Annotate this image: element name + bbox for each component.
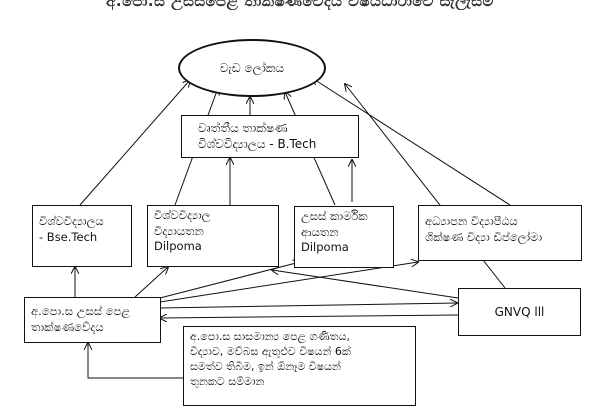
university-bsc-node: විශ්වවිද්‍යාලය - Bse.Tech	[32, 205, 132, 267]
advanced-technical-institute-line-3: Dilpoma	[301, 240, 349, 255]
university-college-line-1: විශ්වවිද්‍යාල	[154, 208, 211, 222]
arrow-al-to-gnvq	[159, 303, 457, 309]
arrow-ol-to-al	[88, 343, 183, 379]
ol-requirements-line-3: සමත්ව තිබීම, ඉන් ඕනෑම විෂයන්	[190, 359, 341, 373]
ol-requirements-line-1: අ.පො.ස සාසමාන්‍ය පෙළ ගණිතය,	[190, 330, 350, 343]
arrow-gnvq-to-al	[160, 315, 459, 318]
world-of-work-node: වැඩ ලෝකය	[178, 39, 326, 97]
technical-university-node: වෘත්තීය තාක්ෂණ විශ්වවිද්‍යාලය - B.Tech	[181, 115, 359, 158]
arrow-al-to-college	[134, 267, 168, 298]
arrow-bsc-to-world	[79, 80, 190, 206]
al-technology-node: අ.පො.ස උසස් පෙළ තාක්ෂණවේදය	[24, 297, 161, 343]
arrow-teacher-to-world	[312, 78, 511, 206]
university-bsc-line-1: විශ්වවිද්‍යාලය	[39, 214, 104, 228]
teacher-training-node: අධ්‍යාපන විද්‍යාපීඨය ශික්ෂණ විද්‍යා ඩිප්…	[418, 205, 582, 261]
arrow-al-to-institute	[159, 262, 300, 299]
world-of-work-label: වැඩ ලෝකය	[219, 60, 285, 75]
ol-requirements-line-2: විද්‍යාව, මව්බස ඇතුළුව විෂයන් 6ක්	[190, 344, 351, 358]
ol-requirements-node: අ.පො.ස සාසමාන්‍ය පෙළ ගණිතය, විද්‍යාව, මව…	[183, 326, 416, 406]
al-technology-line-2: තාක්ෂණවේදය	[31, 319, 104, 334]
university-college-node: විශ්වවිද්‍යාල විද්‍යායතන Dilpoma	[147, 205, 279, 267]
university-college-line-3: Dilpoma	[154, 239, 202, 254]
al-technology-line-1: අ.පො.ස උසස් පෙළ	[31, 304, 131, 318]
technical-university-line-2: විශ්වවිද්‍යාලය - B.Tech	[198, 137, 317, 152]
ol-requirements-line-4: තුනකට සම්මාන	[190, 374, 265, 388]
technical-university-line-1: වෘත්තීය තාක්ෂණ	[198, 121, 288, 135]
university-bsc-line-2: - Bse.Tech	[39, 229, 98, 244]
gnvq-node: GNVQ lll	[458, 288, 581, 336]
arrow-al-to-teacher	[159, 262, 418, 303]
teacher-training-line-1: අධ්‍යාපන විද්‍යාපීඨය	[425, 214, 518, 228]
advanced-technical-institute-line-2: ආයතන	[301, 224, 339, 239]
diagram-title: අ.පො.ස උසස්පෙළ තාක්ෂණවේදය විෂයධාරාවේ සැල…	[106, 0, 494, 10]
gnvq-label: GNVQ lll	[494, 305, 545, 319]
advanced-technical-institute-line-1: උසස් කාර්මික	[301, 209, 368, 223]
university-college-line-2: විද්‍යායතන	[154, 223, 204, 238]
arrow-gnvq-to-institute	[272, 270, 459, 299]
teacher-training-line-2: ශික්ෂණ විද්‍යා ඩිප්ලෝමා	[425, 229, 543, 244]
advanced-technical-institute-node: උසස් කාර්මික ආයතන Dilpoma	[294, 206, 394, 268]
